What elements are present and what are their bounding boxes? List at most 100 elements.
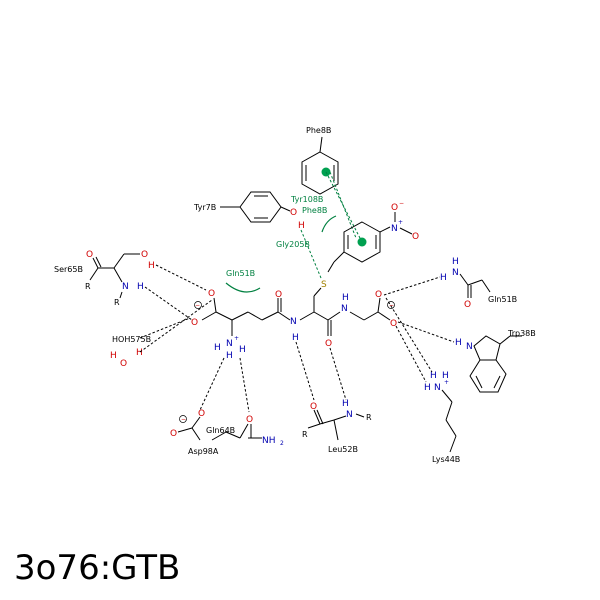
tyr7b-oxygen: O — [290, 208, 297, 218]
leu52b-nitrogen: N — [346, 410, 353, 420]
lys44b-nitrogen: N — [434, 383, 441, 393]
hydrophobic-arc-gln51b — [225, 282, 261, 293]
nitrophenyl-group: N + O − O — [327, 200, 419, 273]
ser65b-residue: Ser65B O R O H N H R — [54, 250, 155, 307]
gln64b-nh2-sub: 2 — [280, 440, 284, 447]
glu-amine-nitrogen: N — [226, 339, 233, 349]
lys44b-plus: + — [444, 379, 449, 386]
ser65b-r2: R — [114, 298, 120, 307]
nitro-oxygen-top-minus: − — [399, 200, 404, 207]
lys44b-label: Lys44B — [432, 455, 460, 464]
gln64b-residue: Gln64B O NH 2 — [206, 415, 284, 447]
tyr7b-hbond-s — [300, 229, 322, 279]
asp98a-oxygen-left: O — [170, 429, 177, 439]
hbond-gln51b — [383, 276, 441, 296]
asp98a-charge: − — [181, 416, 186, 423]
gln51b-right-residue: H N H O Gln51B — [440, 257, 517, 310]
asp98a-label: Asp98A — [188, 447, 219, 456]
cys-nitrogen: N — [290, 317, 297, 327]
leu52b-r2: R — [366, 413, 372, 422]
hoh575b-water: HOH575B H O H — [110, 335, 151, 369]
hbond-leu52b-nh — [329, 347, 347, 401]
glutathione-backbone: N H O N H O − O O O − O N + H H — [191, 289, 397, 361]
hydrophobic-arc-tyr108b — [321, 215, 337, 233]
tyr7b-label: Tyr7B — [193, 203, 216, 212]
hbond-trp38b — [397, 321, 455, 343]
gln51b-right-label: Gln51B — [488, 295, 517, 304]
hbond-ser65b-nh — [144, 286, 193, 321]
hoh575b-h-right: H — [136, 348, 143, 358]
sulfur-atom: S — [321, 280, 327, 290]
glu-carboxyl-oxygen-2: O — [191, 318, 198, 328]
glu-amine-h-bottom: H — [226, 351, 233, 361]
diagram-title: 3o76:GTB — [14, 548, 181, 588]
hbond-lys44b-1 — [385, 297, 433, 373]
tyr7b-hydrogen: H — [298, 221, 305, 231]
gln51b-oxygen: O — [464, 300, 471, 310]
hbond-leu52b-o — [295, 341, 315, 401]
trp38b-residue: H N Trp38B — [455, 329, 536, 393]
asp98a-residue: O O − Asp98A — [170, 409, 219, 456]
phe8b-mid-label: Phe8B — [302, 206, 327, 215]
ser65b-nitrogen: N — [122, 282, 129, 292]
pi-stack-line-2 — [329, 171, 357, 239]
leu52b-r: R — [302, 430, 308, 439]
lys44b-h-left: H — [424, 383, 431, 393]
nitro-oxygen-top: O — [391, 203, 398, 213]
nitro-plus: + — [398, 219, 403, 226]
trp38b-h: H — [455, 338, 462, 348]
hoh575b-label: HOH575B — [112, 335, 151, 344]
gly-nh-hydrogen: H — [342, 293, 349, 303]
hbond-hoh575b-2 — [139, 299, 213, 353]
hbond-ser65b-oh — [155, 264, 207, 291]
gly-carboxyl-oxygen-2: O — [390, 319, 397, 329]
cys-nh-hydrogen: H — [292, 333, 299, 343]
lys44b-residue: H H H N + Lys44B — [424, 371, 460, 464]
hbond-lys44b-2 — [395, 325, 427, 383]
ser65b-nh-hydrogen: H — [137, 282, 144, 292]
hbond-asp98a — [199, 357, 225, 411]
leu52b-oxygen: O — [310, 402, 317, 412]
asp98a-oxygen-top: O — [198, 409, 205, 419]
gln51b-h-top: H — [452, 257, 459, 267]
ser65b-carbonyl-oxygen: O — [86, 250, 93, 260]
nitro-nitrogen: N — [391, 224, 398, 234]
gln51b-left-label: Gln51B — [226, 269, 255, 278]
gln64b-oxygen: O — [246, 415, 253, 425]
hoh575b-oxygen: O — [120, 359, 127, 369]
gln64b-nh2: NH — [262, 436, 276, 446]
trp38b-label: Trp38B — [507, 329, 536, 338]
ser65b-r: R — [85, 282, 91, 291]
leu52b-nh-hydrogen: H — [342, 399, 349, 409]
glu-amide-oxygen: O — [275, 290, 282, 300]
gly-carboxylate-charge: − — [389, 302, 394, 309]
tyr108b-label: Tyr108B — [290, 195, 323, 204]
hbond-gln64b — [239, 357, 250, 413]
gly-carboxyl-oxygen-1: O — [375, 290, 382, 300]
gln51b-nitrogen: N — [452, 268, 459, 278]
gly205b-label: Gly205B — [276, 240, 310, 249]
tyr7b-residue: Tyr7B O H — [193, 191, 305, 231]
ser65b-hydroxyl-oxygen: O — [141, 250, 148, 260]
lys44b-h-top-right: H — [442, 371, 449, 381]
gly-nitrogen: N — [341, 304, 348, 314]
lys44b-h-top-left: H — [430, 371, 437, 381]
ser65b-hydroxyl-h: H — [148, 261, 155, 271]
glu-amine-h-right: H — [239, 345, 246, 355]
gln51b-h: H — [440, 273, 447, 283]
leu52b-residue: O R N H R Leu52B — [302, 399, 372, 454]
nitro-oxygen-right: O — [412, 232, 419, 242]
gln64b-label: Gln64B — [206, 426, 235, 435]
phe8b-top-label: Phe8B — [306, 126, 331, 135]
cys-carbonyl-oxygen: O — [325, 339, 332, 349]
hoh575b-h-left: H — [110, 351, 117, 361]
glu-carboxyl-oxygen-1: O — [208, 289, 215, 299]
ser65b-label: Ser65B — [54, 265, 83, 274]
trp38b-nitrogen: N — [466, 342, 473, 352]
leu52b-label: Leu52B — [328, 445, 358, 454]
glu-carboxylate-charge: − — [195, 302, 200, 309]
nitrophenyl-ring-centroid — [357, 237, 367, 247]
glu-amine-plus: + — [234, 335, 239, 342]
glu-amine-h-left: H — [214, 343, 221, 353]
